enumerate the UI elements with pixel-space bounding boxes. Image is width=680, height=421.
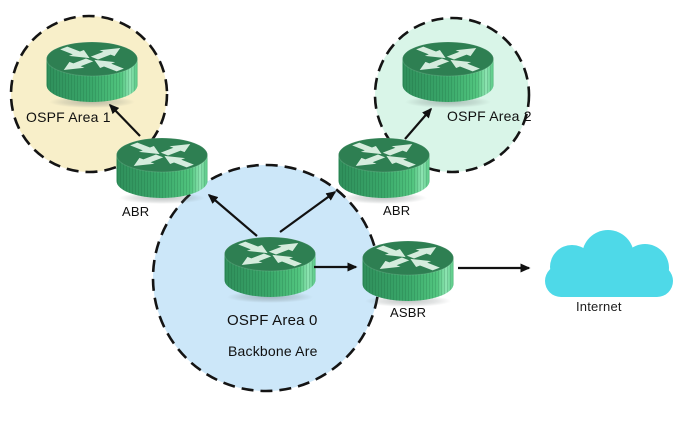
arrow-backbone-to-abrleft xyxy=(207,194,258,237)
abr-left-label: ABR xyxy=(122,204,150,219)
asbr-label: ASBR xyxy=(390,305,427,320)
ospf-area2-label: OSPF Area 2 xyxy=(447,108,532,124)
arrow-abrleft-to-area1 xyxy=(108,103,141,137)
abr-right-label: ABR xyxy=(383,203,411,218)
internet-cloud-icon xyxy=(545,230,673,297)
arrow-abrright-to-area2 xyxy=(404,107,432,140)
internet-label: Internet xyxy=(576,299,622,314)
backbone-area-label: Backbone Are xyxy=(228,343,318,359)
ospf-area0-label: OSPF Area 0 xyxy=(227,312,318,329)
arrow-backbone-to-abrright xyxy=(279,191,337,233)
ospf-area1-label: OSPF Area 1 xyxy=(26,109,111,125)
